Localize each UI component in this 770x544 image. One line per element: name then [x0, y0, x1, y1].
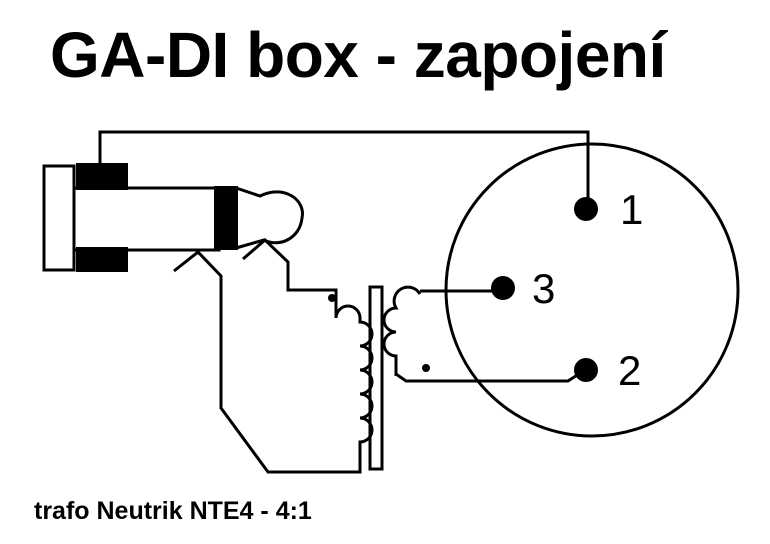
jack-ring-insulator: [214, 186, 238, 250]
wire-tip-to-primary: [242, 237, 338, 318]
primary-winding: [334, 304, 374, 458]
xlr-pin-2-dot: [574, 358, 598, 382]
xlr-pin-2-label: 2: [618, 347, 641, 394]
wire-secondary-to-pin2: [395, 368, 586, 383]
jack-plug-body: [72, 186, 221, 252]
xlr-pin-1-dot: [574, 197, 598, 221]
secondary-polarity-dot: [422, 364, 430, 372]
jack-plug-handle: [42, 164, 76, 272]
secondary-winding: [382, 285, 422, 376]
xlr-pin-3-dot: [491, 276, 515, 300]
xlr-pin-1-label: 1: [620, 186, 643, 233]
jack-sleeve-band-bottom: [76, 247, 128, 272]
page-title: GA-DI box - zapojení: [50, 19, 666, 91]
primary-polarity-dot: [328, 294, 336, 302]
transformer-caption: trafo Neutrik NTE4 - 4:1: [34, 497, 312, 525]
wire-sleeve-to-primary: [173, 249, 362, 474]
wire-sleeve-to-pin1: [98, 130, 590, 210]
jack-sleeve-band-top: [76, 163, 128, 190]
jack-plug-tip: [235, 186, 304, 250]
xlr-pin-3-label: 3: [532, 265, 555, 312]
transformer-core: [368, 285, 384, 471]
